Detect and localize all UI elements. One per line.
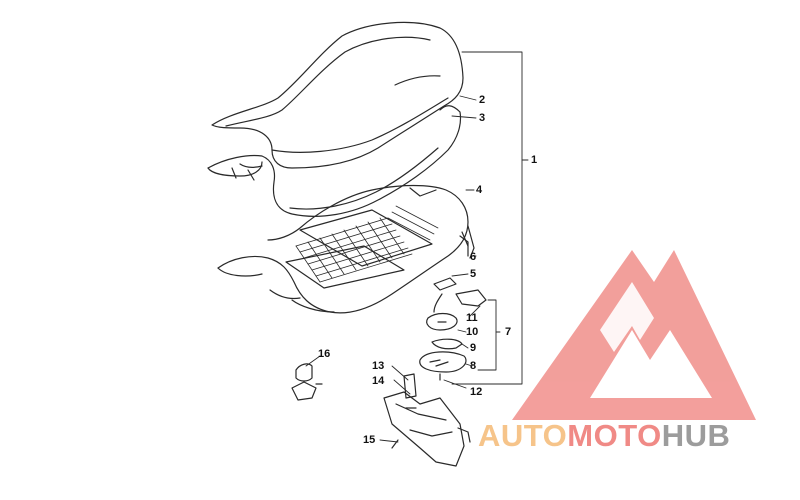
leader-lines bbox=[305, 51, 529, 443]
callout-3: 3 bbox=[479, 112, 486, 124]
callout-1: 1 bbox=[531, 154, 538, 166]
callout-13: 13 bbox=[372, 360, 385, 372]
callout-14: 14 bbox=[372, 375, 385, 387]
seat-cover-part-2 bbox=[211, 21, 464, 169]
callout-9: 9 bbox=[470, 342, 477, 354]
callout-16: 16 bbox=[318, 348, 331, 360]
seat-foam-part-3 bbox=[207, 105, 462, 217]
bracket-part-15 bbox=[383, 373, 471, 467]
watermark-moto: MOTO bbox=[567, 418, 662, 453]
automotohub-watermark: AUTOMOTOHUB bbox=[478, 418, 794, 462]
seat-base-grid bbox=[295, 205, 439, 283]
automotohub-logo bbox=[512, 250, 756, 420]
callout-2: 2 bbox=[479, 94, 486, 106]
watermark-auto: AUTO bbox=[478, 418, 568, 453]
callout-15: 15 bbox=[363, 434, 376, 446]
clip-part-5 bbox=[433, 277, 457, 291]
callout-7: 7 bbox=[505, 326, 512, 338]
strap-part-6 bbox=[461, 225, 475, 259]
callout-5: 5 bbox=[470, 268, 477, 280]
callout-10: 10 bbox=[466, 326, 479, 338]
latch-assembly-part-7 bbox=[419, 289, 487, 381]
callout-4: 4 bbox=[476, 184, 483, 196]
bracket-part-16 bbox=[291, 363, 323, 401]
callout-11: 11 bbox=[466, 312, 478, 324]
seat-base-part-4 bbox=[217, 184, 469, 314]
callout-8: 8 bbox=[470, 360, 477, 372]
callout-12: 12 bbox=[470, 386, 483, 398]
callout-6: 6 bbox=[470, 251, 477, 263]
watermark-hub: HUB bbox=[661, 418, 731, 453]
